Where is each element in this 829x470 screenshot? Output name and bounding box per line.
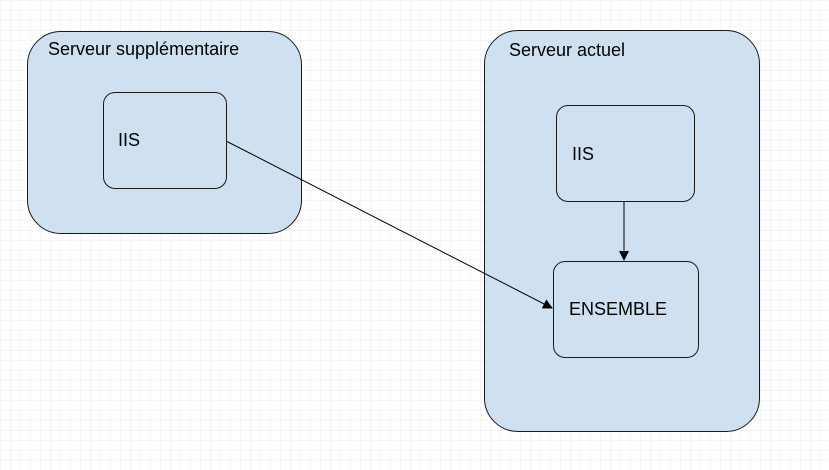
node-label: IIS bbox=[118, 130, 141, 150]
node-iis-left: IIS bbox=[103, 92, 227, 189]
container-serveur-supplementaire: Serveur supplémentaire IIS bbox=[27, 31, 302, 234]
node-label: IIS bbox=[572, 144, 595, 164]
container-serveur-actuel: Serveur actuel IIS ENSEMBLE bbox=[484, 30, 760, 432]
node-ensemble: ENSEMBLE bbox=[553, 261, 699, 358]
node-iis-right: IIS bbox=[556, 105, 695, 202]
node-label: ENSEMBLE bbox=[569, 299, 668, 319]
container-title: Serveur actuel bbox=[509, 40, 626, 60]
container-title: Serveur supplémentaire bbox=[48, 39, 240, 59]
